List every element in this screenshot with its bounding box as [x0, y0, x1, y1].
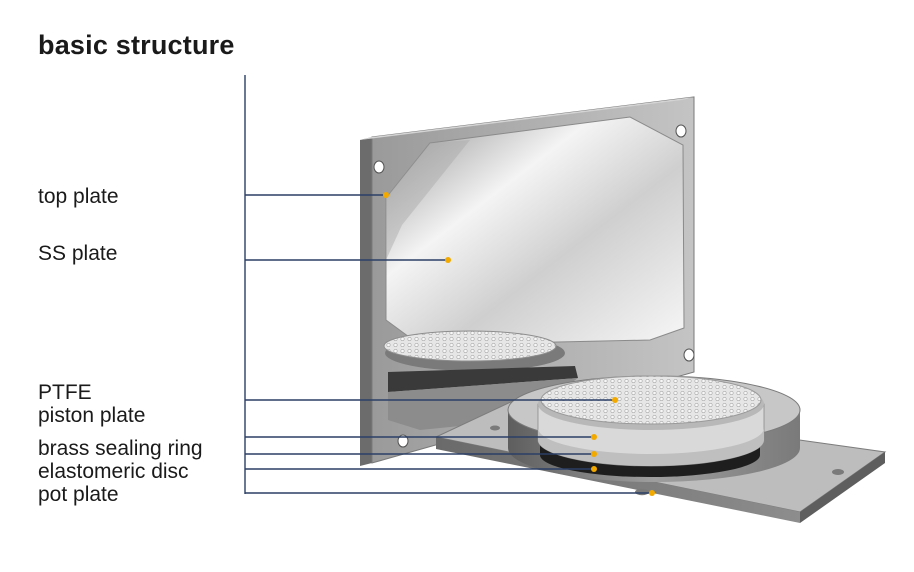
top-plate-bolt-holes	[373, 124, 695, 448]
label-ss-plate: SS plate	[38, 242, 118, 265]
marker-dot-ss-plate	[445, 257, 451, 263]
mirror-reflection	[383, 330, 578, 430]
ptfe-disc	[538, 375, 764, 430]
marker-dot-top-plate	[383, 192, 389, 198]
label-pot-plate: pot plate	[38, 483, 119, 506]
marker-dot-brass-sealing-ring	[591, 451, 597, 457]
ss-plate	[385, 116, 685, 346]
label-top-plate: top plate	[38, 185, 119, 208]
marker-dot-ptfe	[591, 434, 597, 440]
marker-dot-elastomeric-disc	[591, 466, 597, 472]
ss-plate-reflection-shade	[386, 140, 470, 260]
diagram-title: basic structure	[38, 30, 235, 60]
marker-dots	[383, 192, 655, 496]
marker-dot-piston-plate	[612, 397, 618, 403]
label-brass-sealing-ring: brass sealing ring	[38, 437, 203, 460]
label-piston-plate: piston plate	[38, 404, 146, 427]
marker-dot-pot-plate	[649, 490, 655, 496]
leader-lines	[244, 75, 652, 494]
label-ptfe: PTFE	[38, 381, 92, 404]
label-elastomeric-disc: elastomeric disc	[38, 460, 189, 483]
